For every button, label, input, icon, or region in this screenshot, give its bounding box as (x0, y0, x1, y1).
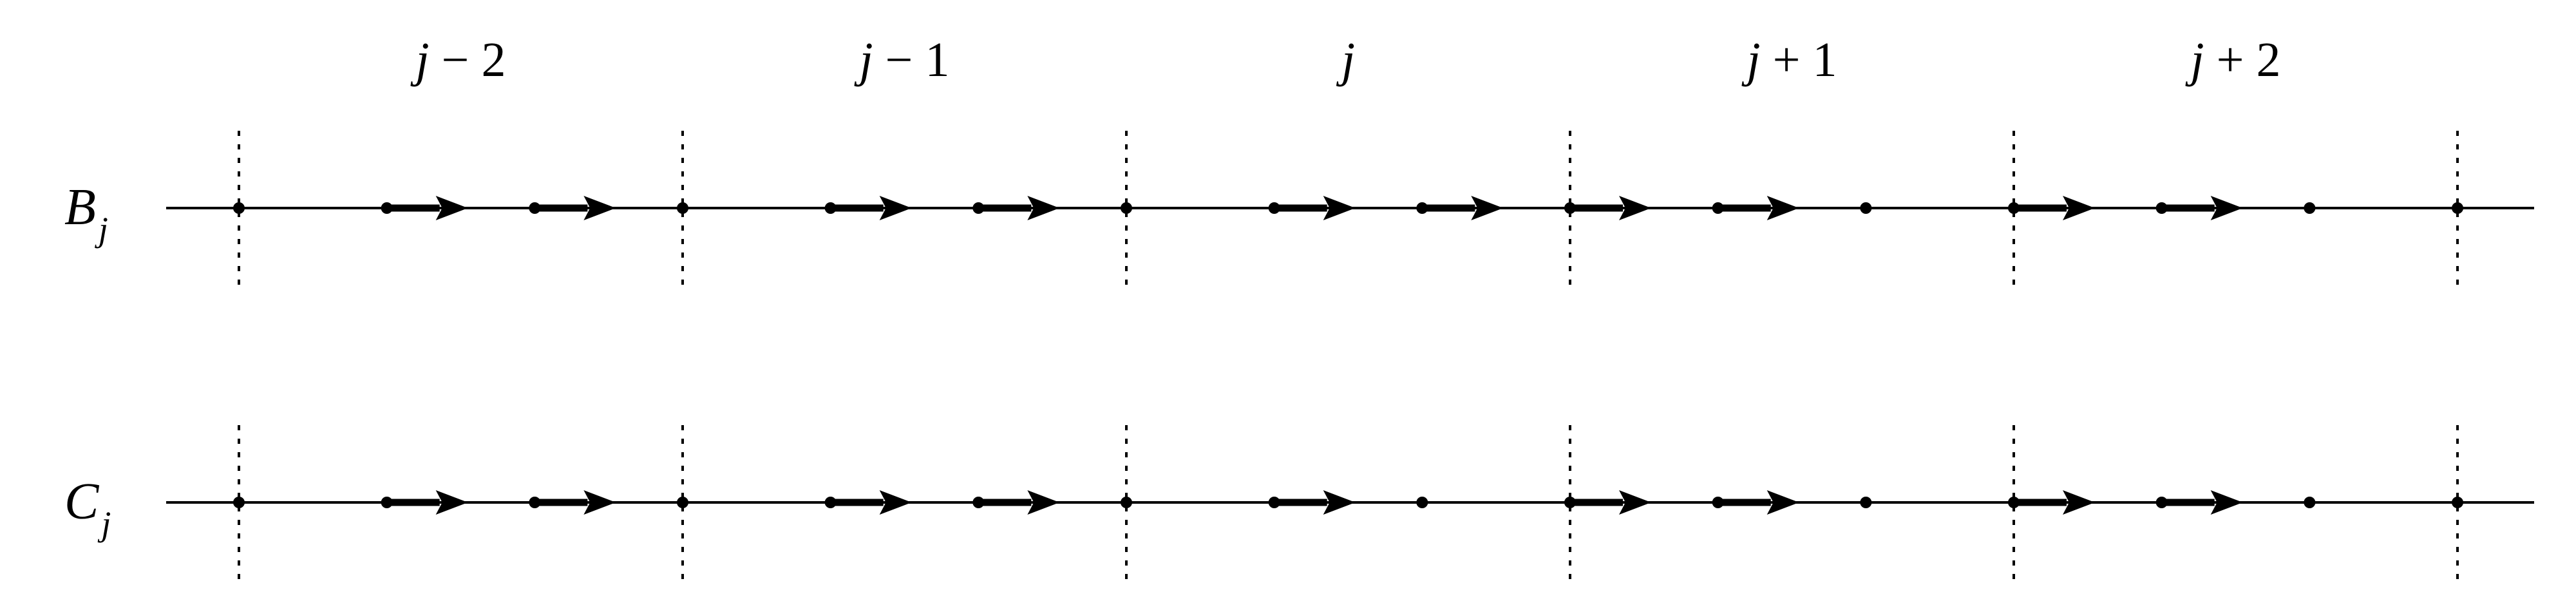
lattice-node (677, 202, 688, 214)
column-label-offset: − 1 (873, 33, 950, 87)
lattice-node (233, 497, 245, 508)
lattice-node (2155, 497, 2168, 508)
column-label: j + 1 (1741, 33, 1837, 87)
column-label: j + 2 (2185, 33, 2281, 87)
arrow-head (1619, 490, 1651, 515)
lattice-node (381, 202, 393, 214)
lattice-node (1564, 497, 1576, 508)
column-label-var: j (2185, 33, 2204, 87)
row-label: Bj (64, 179, 108, 249)
column-label-var: j (410, 33, 430, 87)
lattice-node (824, 202, 837, 214)
row-label-subscript: j (95, 210, 108, 249)
column-label: j (1336, 33, 1355, 87)
column-label-var: j (854, 33, 873, 87)
lattice-node (529, 497, 541, 508)
lattice-node (1860, 497, 1872, 508)
arrow-head (435, 196, 468, 220)
column-label-var: j (1336, 33, 1355, 87)
lattice-node (529, 202, 541, 214)
lattice-node (1712, 202, 1724, 214)
arrow-head (1471, 196, 1504, 220)
arrow-head (1323, 196, 1356, 220)
arrow-head (1619, 196, 1651, 220)
lattice-node (1416, 202, 1428, 214)
row-b: Bj (64, 179, 2534, 249)
lattice-node (2008, 497, 2020, 508)
row-label-name: B (64, 179, 96, 236)
column-label-offset: + 1 (1761, 33, 1837, 87)
lattice-node (2008, 202, 2020, 214)
column-label: j − 2 (410, 33, 506, 87)
cell-dividers (238, 131, 2459, 580)
row-label-subscript: j (97, 504, 111, 543)
lattice-node (1416, 497, 1428, 508)
lattice-node (1268, 202, 1280, 214)
lattice-node (1712, 497, 1724, 508)
row-c: Cj (64, 473, 2534, 543)
lattice-node (233, 202, 245, 214)
arrow-head (2063, 196, 2095, 220)
lattice-node (2452, 202, 2463, 214)
lattice-node (972, 497, 985, 508)
arrow-head (1766, 196, 1799, 220)
arrow-head (879, 196, 912, 220)
lattice-node (1121, 202, 1132, 214)
lattice-node (2452, 497, 2463, 508)
arrow-head (2210, 490, 2243, 515)
arrow-head (2063, 490, 2095, 515)
arrow-head (1766, 490, 1799, 515)
arrow-head (1027, 490, 1060, 515)
lattice-node (2155, 202, 2168, 214)
arrow-head (879, 490, 912, 515)
arrow-head (1323, 490, 1356, 515)
arrow-head (2210, 196, 2243, 220)
lattice-node (1564, 202, 1576, 214)
lattice-node (381, 497, 393, 508)
column-label-offset: + 2 (2204, 33, 2281, 87)
lattice-node (824, 497, 837, 508)
column-label: j − 1 (854, 33, 950, 87)
lattice-node (972, 202, 985, 214)
arrow-head (583, 196, 616, 220)
arrow-head (435, 490, 468, 515)
arrow-head (1027, 196, 1060, 220)
lattice-node (2304, 497, 2316, 508)
lattice-node (1121, 497, 1132, 508)
lattice-node (677, 497, 688, 508)
column-label-var: j (1741, 33, 1761, 87)
lattice-node (2304, 202, 2316, 214)
lattice-node (1860, 202, 1872, 214)
lattice-node (1268, 497, 1280, 508)
column-label-offset: − 2 (430, 33, 506, 87)
arrow-head (583, 490, 616, 515)
row-label: Cj (64, 473, 111, 543)
row-label-name: C (64, 473, 100, 530)
